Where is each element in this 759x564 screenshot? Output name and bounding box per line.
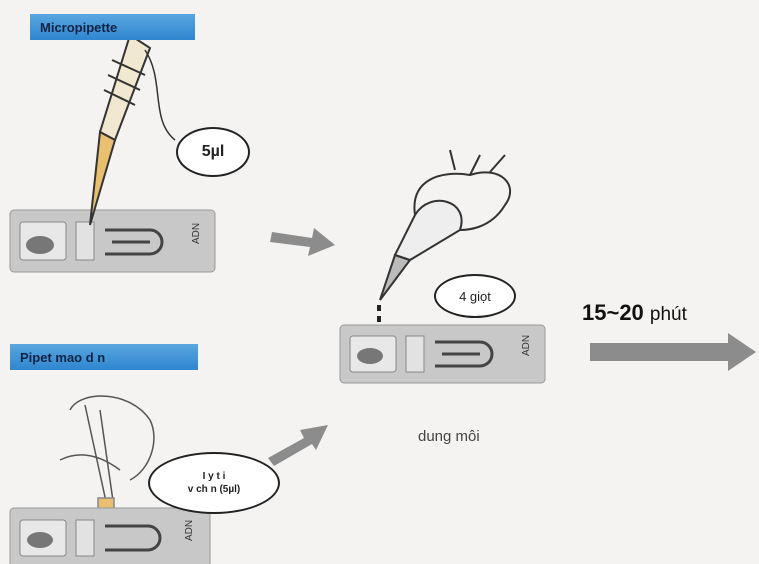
- micropipette-drawing: [89, 33, 176, 226]
- arrow-step1: [270, 228, 335, 256]
- pipette-tag: Pipet mao d n: [10, 344, 198, 370]
- volume-bubble-pipette: I y t i v ch n (5µl): [148, 452, 280, 514]
- timing-label: 15~20 phút: [582, 300, 687, 326]
- svg-text:ADN: ADN: [184, 520, 195, 541]
- arrow-step3: [590, 333, 756, 371]
- test-cassette-2: ADN: [339, 324, 546, 384]
- test-cassette-1: ADN: [9, 209, 216, 273]
- svg-text:ADN: ADN: [191, 223, 202, 244]
- buffer-caption: dung môi: [418, 428, 480, 445]
- timing-bold: 15~20: [582, 300, 644, 325]
- volume-label: 5µl: [201, 143, 225, 160]
- dropper-drawing: [377, 149, 511, 365]
- arrow-step2: [268, 425, 328, 466]
- volume-bubble-micropipette: 5µl: [176, 127, 250, 177]
- pipette-title: Pipet mao d n: [20, 349, 106, 365]
- micropipette-title: Micropipette: [40, 19, 118, 35]
- volume-line2: v ch n (5µl): [187, 484, 241, 495]
- svg-text:ADN: ADN: [521, 335, 532, 356]
- volume-line1: I y t i: [202, 471, 226, 482]
- micropipette-tag: Micropipette: [30, 14, 195, 40]
- timing-unit: phút: [649, 304, 687, 325]
- drops-bubble: 4 giọt: [434, 274, 516, 318]
- test-cassette-3: ADN: [9, 507, 211, 564]
- capillary-pipette-drawing: [59, 395, 155, 521]
- drops-label: 4 giọt: [459, 288, 491, 304]
